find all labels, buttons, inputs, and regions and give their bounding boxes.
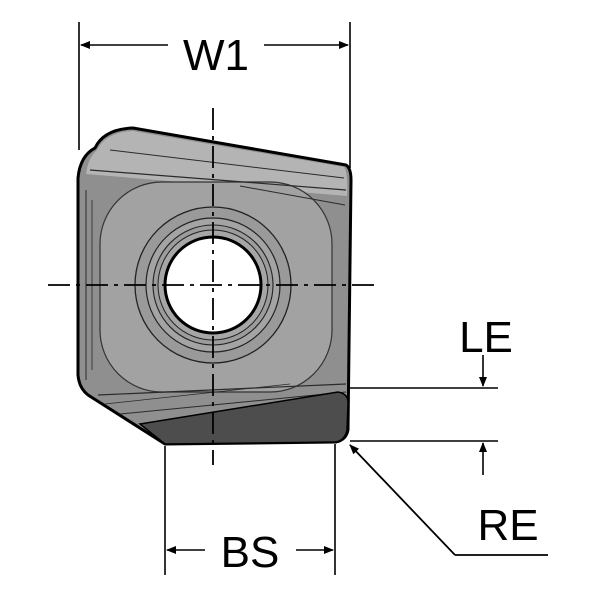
- top-edge-line-3: [239, 185, 346, 206]
- le-label: LE: [459, 313, 513, 362]
- le-dimension: [348, 355, 498, 475]
- bottom-edge-line-2: [119, 391, 347, 415]
- w1-dimension: [78, 22, 351, 168]
- re-leader: [349, 444, 548, 556]
- re-label: RE: [477, 501, 538, 550]
- insert-top-facet: [86, 131, 348, 196]
- w1-label: W1: [183, 31, 249, 80]
- center-lines: [48, 108, 380, 465]
- cutting-edge-land: [138, 391, 349, 445]
- cutting-insert: [76, 126, 353, 446]
- top-edge-line-2: [109, 149, 345, 179]
- bs-dimension: [164, 444, 336, 575]
- bs-label: BS: [221, 528, 280, 577]
- top-edge-line-1: [89, 169, 347, 191]
- re-leader-line: [349, 444, 456, 556]
- bottom-edge-line-1: [97, 383, 347, 396]
- bottom-edge-line-4: [104, 383, 291, 405]
